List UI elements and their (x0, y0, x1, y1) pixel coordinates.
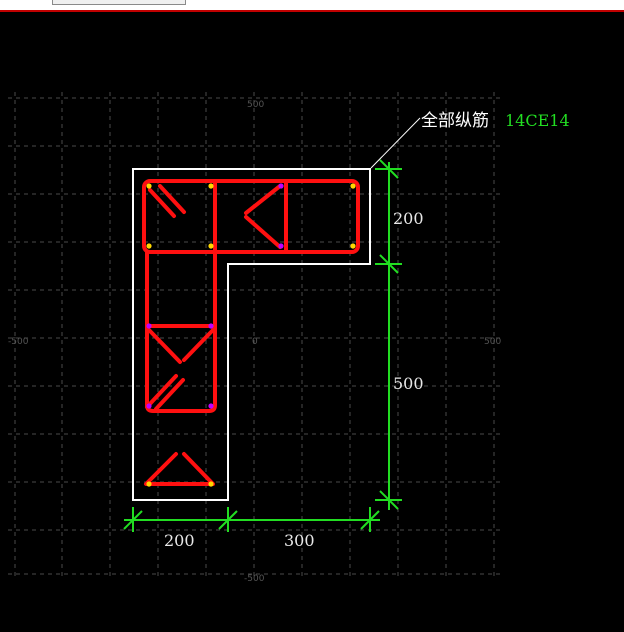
horizontal-dimension[interactable] (123, 507, 380, 532)
bar-dot[interactable] (208, 403, 214, 409)
grid-label-top: 500 (247, 100, 264, 110)
dim-flange-extension[interactable]: 300 (284, 531, 315, 550)
tie-diag-4a[interactable] (145, 374, 178, 409)
bar-dot[interactable] (146, 403, 152, 409)
callout-label[interactable]: 全部纵筋 (421, 111, 489, 131)
bar-dot[interactable] (208, 243, 214, 249)
callout-spec[interactable]: 14CE14 (505, 111, 570, 130)
command-input[interactable] (52, 0, 186, 5)
bar-dot[interactable] (208, 481, 214, 487)
tie-diag-1b[interactable] (158, 184, 186, 214)
bar-dot[interactable] (350, 243, 356, 249)
section-outline[interactable] (132, 168, 371, 501)
tie-diag-1a[interactable] (148, 188, 176, 218)
grid-label-left: -500 (8, 337, 29, 347)
corner-tie-triangle[interactable] (144, 452, 215, 486)
grid-label-bottom: -500 (244, 574, 265, 584)
tie-diag-2b[interactable] (244, 215, 282, 249)
grid-label-right: 500 (484, 337, 501, 347)
dim-web-height[interactable]: 500 (393, 374, 424, 393)
bar-dot[interactable] (278, 243, 284, 249)
grid-label-center: 0 (252, 337, 258, 347)
dim-web-width[interactable]: 200 (164, 531, 195, 550)
tie-diag-4b[interactable] (154, 378, 185, 411)
callout-leader (370, 117, 421, 169)
bar-dot[interactable] (146, 481, 152, 487)
bar-dot[interactable] (146, 323, 152, 329)
bar-dot[interactable] (350, 183, 356, 189)
bar-dot[interactable] (278, 183, 284, 189)
web-stirrup[interactable] (145, 179, 217, 413)
vertical-dimension[interactable] (375, 159, 402, 510)
background-grid (8, 92, 500, 578)
bar-dot[interactable] (146, 243, 152, 249)
flange-stirrup[interactable] (142, 179, 360, 254)
tie-diag-2a[interactable] (244, 184, 282, 215)
rebar-group[interactable] (142, 179, 360, 486)
dim-flange-height[interactable]: 200 (393, 209, 424, 228)
tie-diag-3a[interactable] (147, 328, 182, 364)
bar-dot[interactable] (208, 183, 214, 189)
bar-dot[interactable] (208, 323, 214, 329)
bar-dot[interactable] (146, 183, 152, 189)
top-toolbar (0, 0, 624, 12)
longitudinal-bars[interactable] (146, 183, 356, 487)
tie-diag-3b[interactable] (182, 328, 215, 362)
